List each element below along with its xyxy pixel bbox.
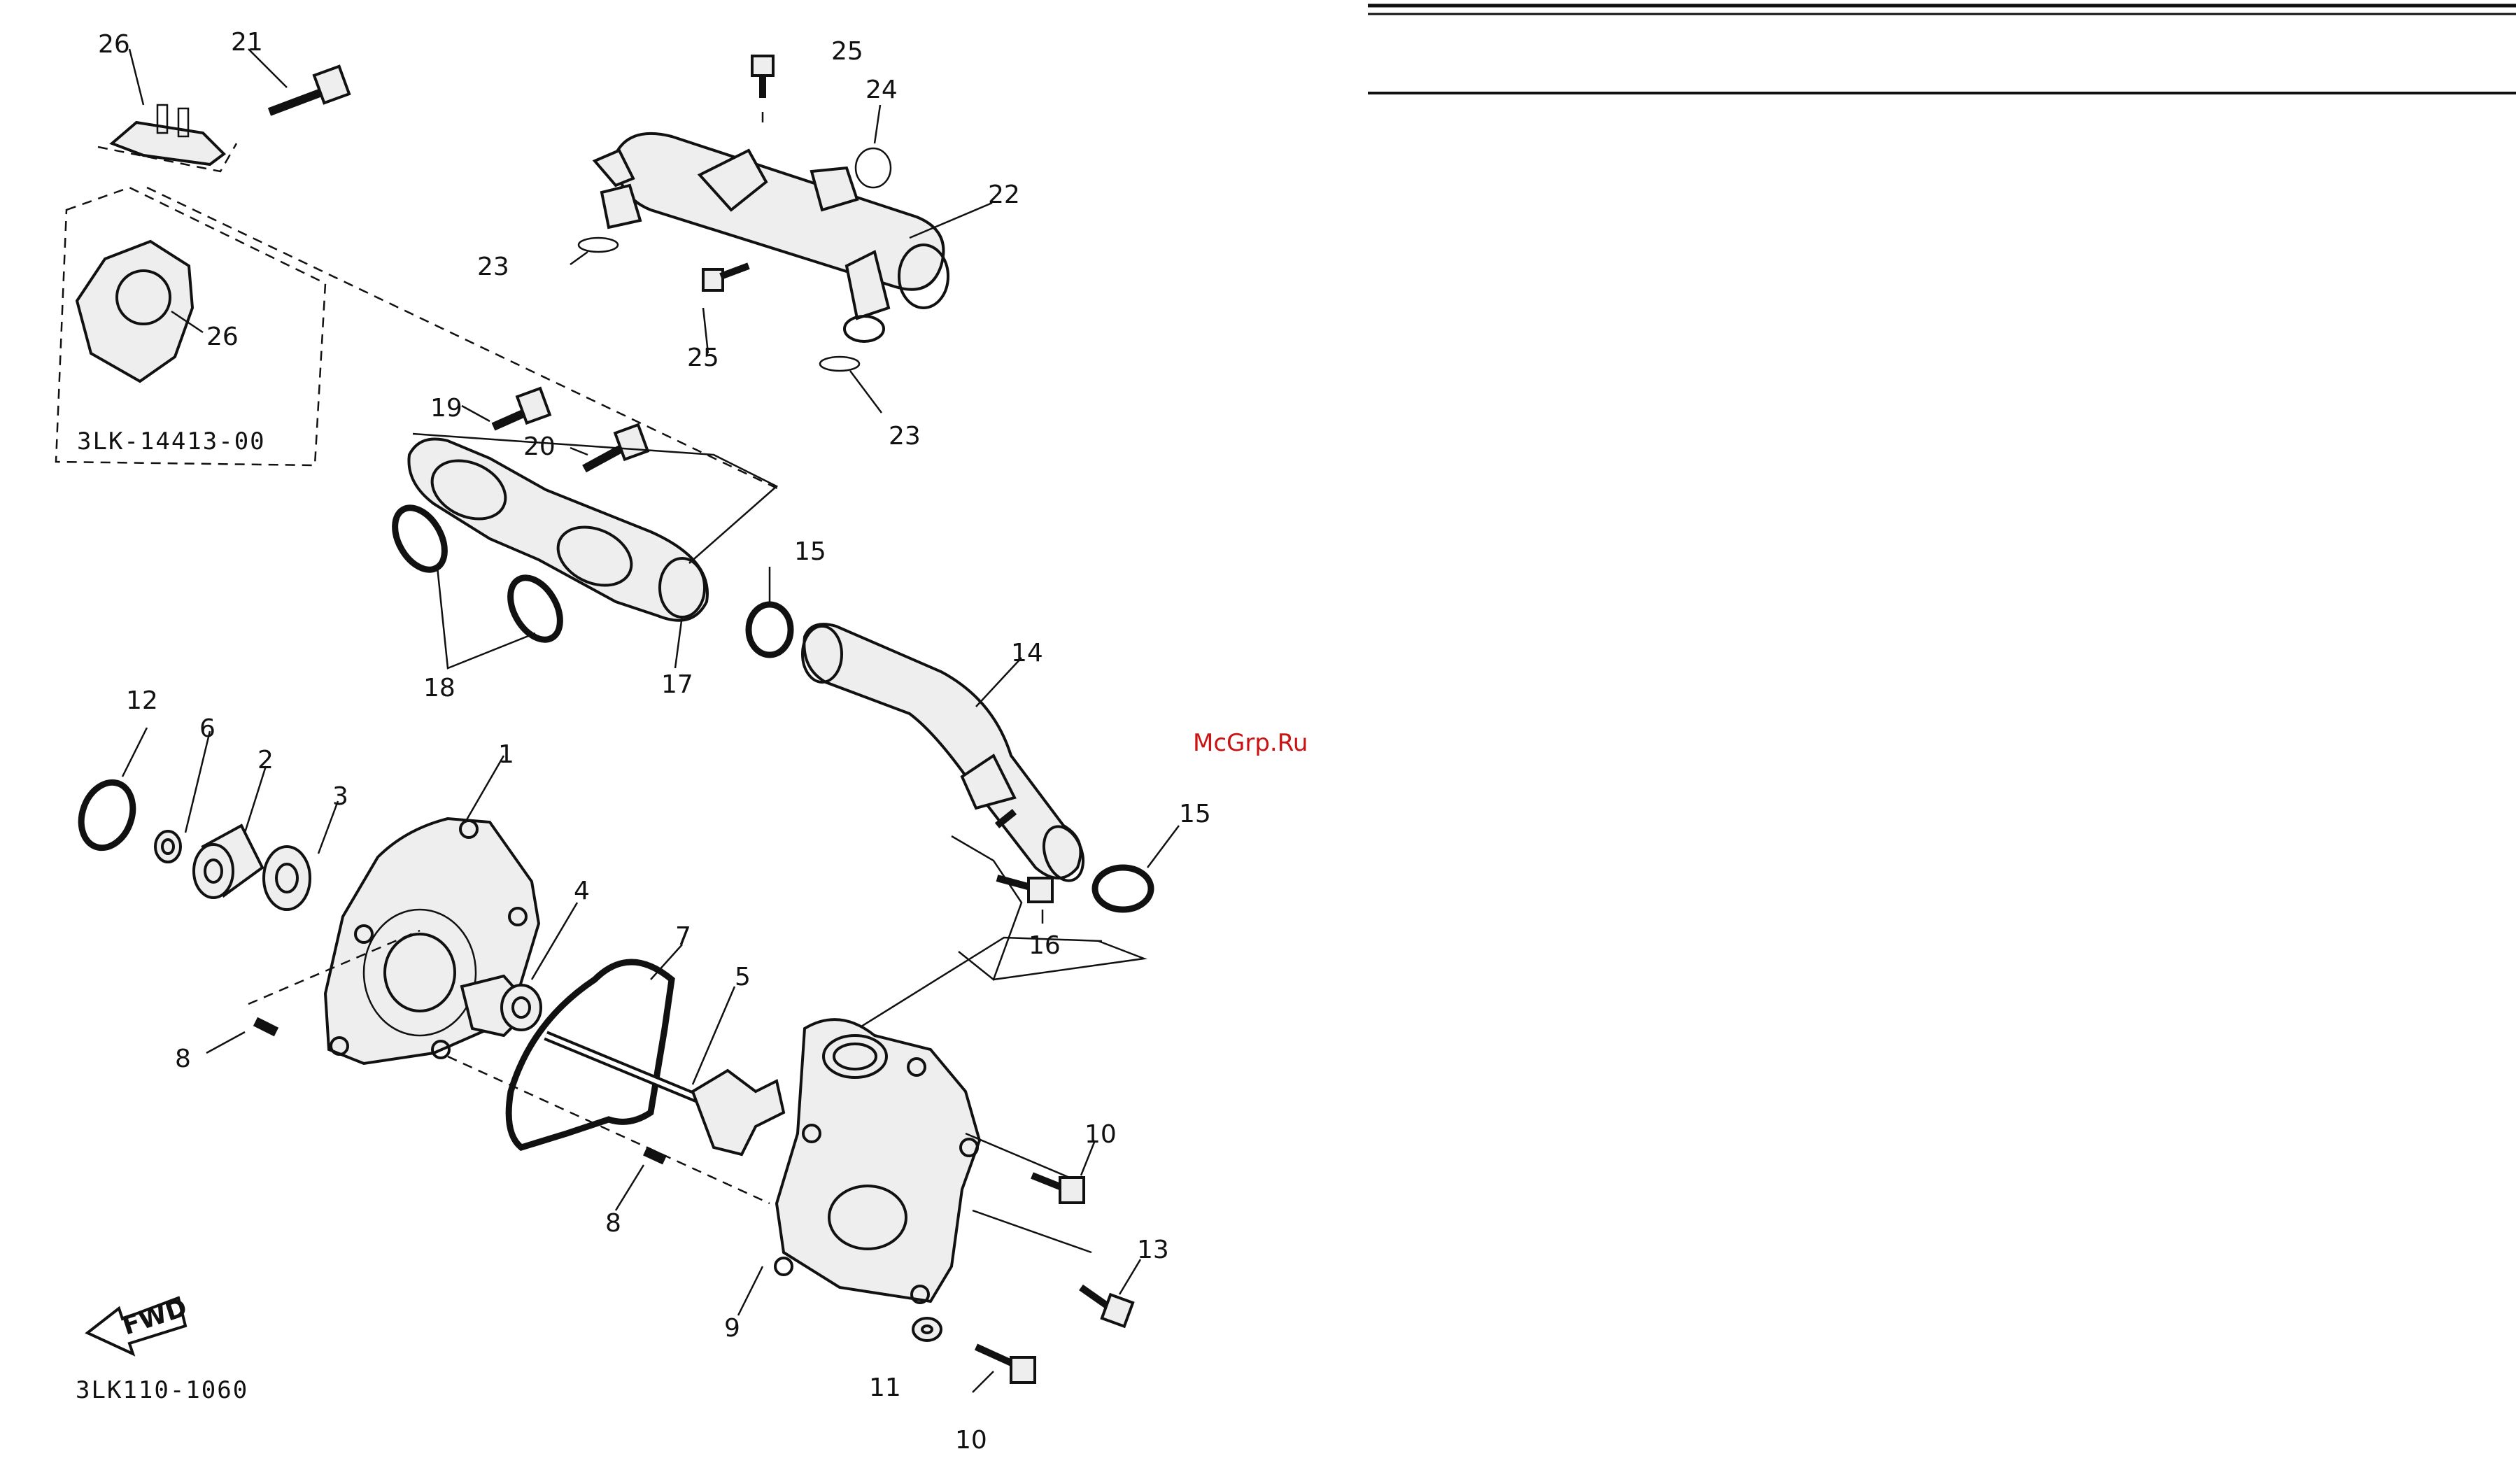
figure-code: 3LK110-1060	[76, 1376, 248, 1404]
label-26-top: 26	[98, 30, 130, 59]
oring-23-top	[579, 238, 618, 252]
manifold-17	[409, 439, 707, 621]
oring-23-bottom	[820, 357, 859, 371]
label-25-bottom: 25	[687, 344, 719, 372]
oring-18-right	[500, 569, 570, 648]
label-8-middle: 8	[605, 1209, 621, 1238]
label-15-top: 15	[794, 537, 826, 566]
pipe-14	[803, 624, 1090, 886]
bolt-10-upper	[1032, 1175, 1084, 1203]
label-19: 19	[430, 394, 462, 423]
label-6: 6	[199, 714, 215, 743]
seal-6	[155, 831, 181, 862]
label-25-top: 25	[831, 37, 863, 66]
label-14: 14	[1011, 639, 1043, 667]
oring-15-top	[749, 605, 791, 655]
label-11: 11	[869, 1373, 901, 1402]
bolt-21	[269, 66, 349, 112]
bolt-10-lower	[976, 1347, 1035, 1383]
label-21: 21	[231, 28, 263, 57]
bracket-26-top	[112, 105, 224, 164]
label-17: 17	[661, 670, 693, 699]
washer-11	[913, 1318, 941, 1341]
bolt-13	[1081, 1287, 1133, 1327]
label-5: 5	[735, 963, 751, 991]
cap-24	[856, 148, 891, 188]
header-rules	[1368, 6, 2516, 93]
label-10-lower: 10	[955, 1426, 987, 1455]
alt-bracket-box	[56, 188, 325, 465]
seal-4	[462, 976, 541, 1036]
label-20: 20	[523, 432, 556, 461]
ring-12	[73, 775, 142, 855]
impeller-shaft-5	[546, 1036, 784, 1154]
label-26-box: 26	[206, 323, 239, 351]
alt-part-code: 3LK-14413-00	[77, 427, 266, 455]
label-9: 9	[724, 1314, 740, 1343]
label-16: 16	[1029, 931, 1061, 960]
fwd-label: FWD	[119, 1293, 190, 1341]
bolt-16	[997, 878, 1052, 902]
label-1: 1	[498, 740, 514, 769]
watermark: McGrp.Ru	[1193, 729, 1308, 757]
label-7: 7	[675, 922, 691, 951]
pump-housing-9	[775, 1019, 980, 1303]
oring-15-bottom	[1095, 868, 1151, 910]
label-8-left: 8	[175, 1045, 191, 1073]
label-23-top: 23	[477, 253, 509, 281]
pin-8-left	[255, 1022, 276, 1032]
label-12: 12	[126, 686, 158, 715]
label-13: 13	[1137, 1236, 1169, 1264]
label-18: 18	[423, 674, 455, 702]
pin-8-middle	[645, 1151, 665, 1160]
label-24: 24	[865, 76, 898, 104]
bolt-19	[493, 388, 550, 427]
label-3: 3	[332, 782, 348, 811]
label-22: 22	[988, 181, 1020, 209]
label-15-bottom: 15	[1179, 800, 1211, 828]
bolt-25-bottom	[703, 266, 749, 290]
fwd-arrow-icon: FWD	[87, 1293, 190, 1354]
label-4: 4	[574, 877, 590, 905]
pipe-22	[595, 134, 948, 341]
label-23-bottom: 23	[889, 422, 921, 451]
label-2: 2	[257, 746, 274, 775]
label-10-upper: 10	[1084, 1120, 1117, 1149]
bolt-25-top	[752, 56, 773, 98]
bearing-2	[194, 826, 262, 898]
bearing-3	[264, 847, 310, 910]
